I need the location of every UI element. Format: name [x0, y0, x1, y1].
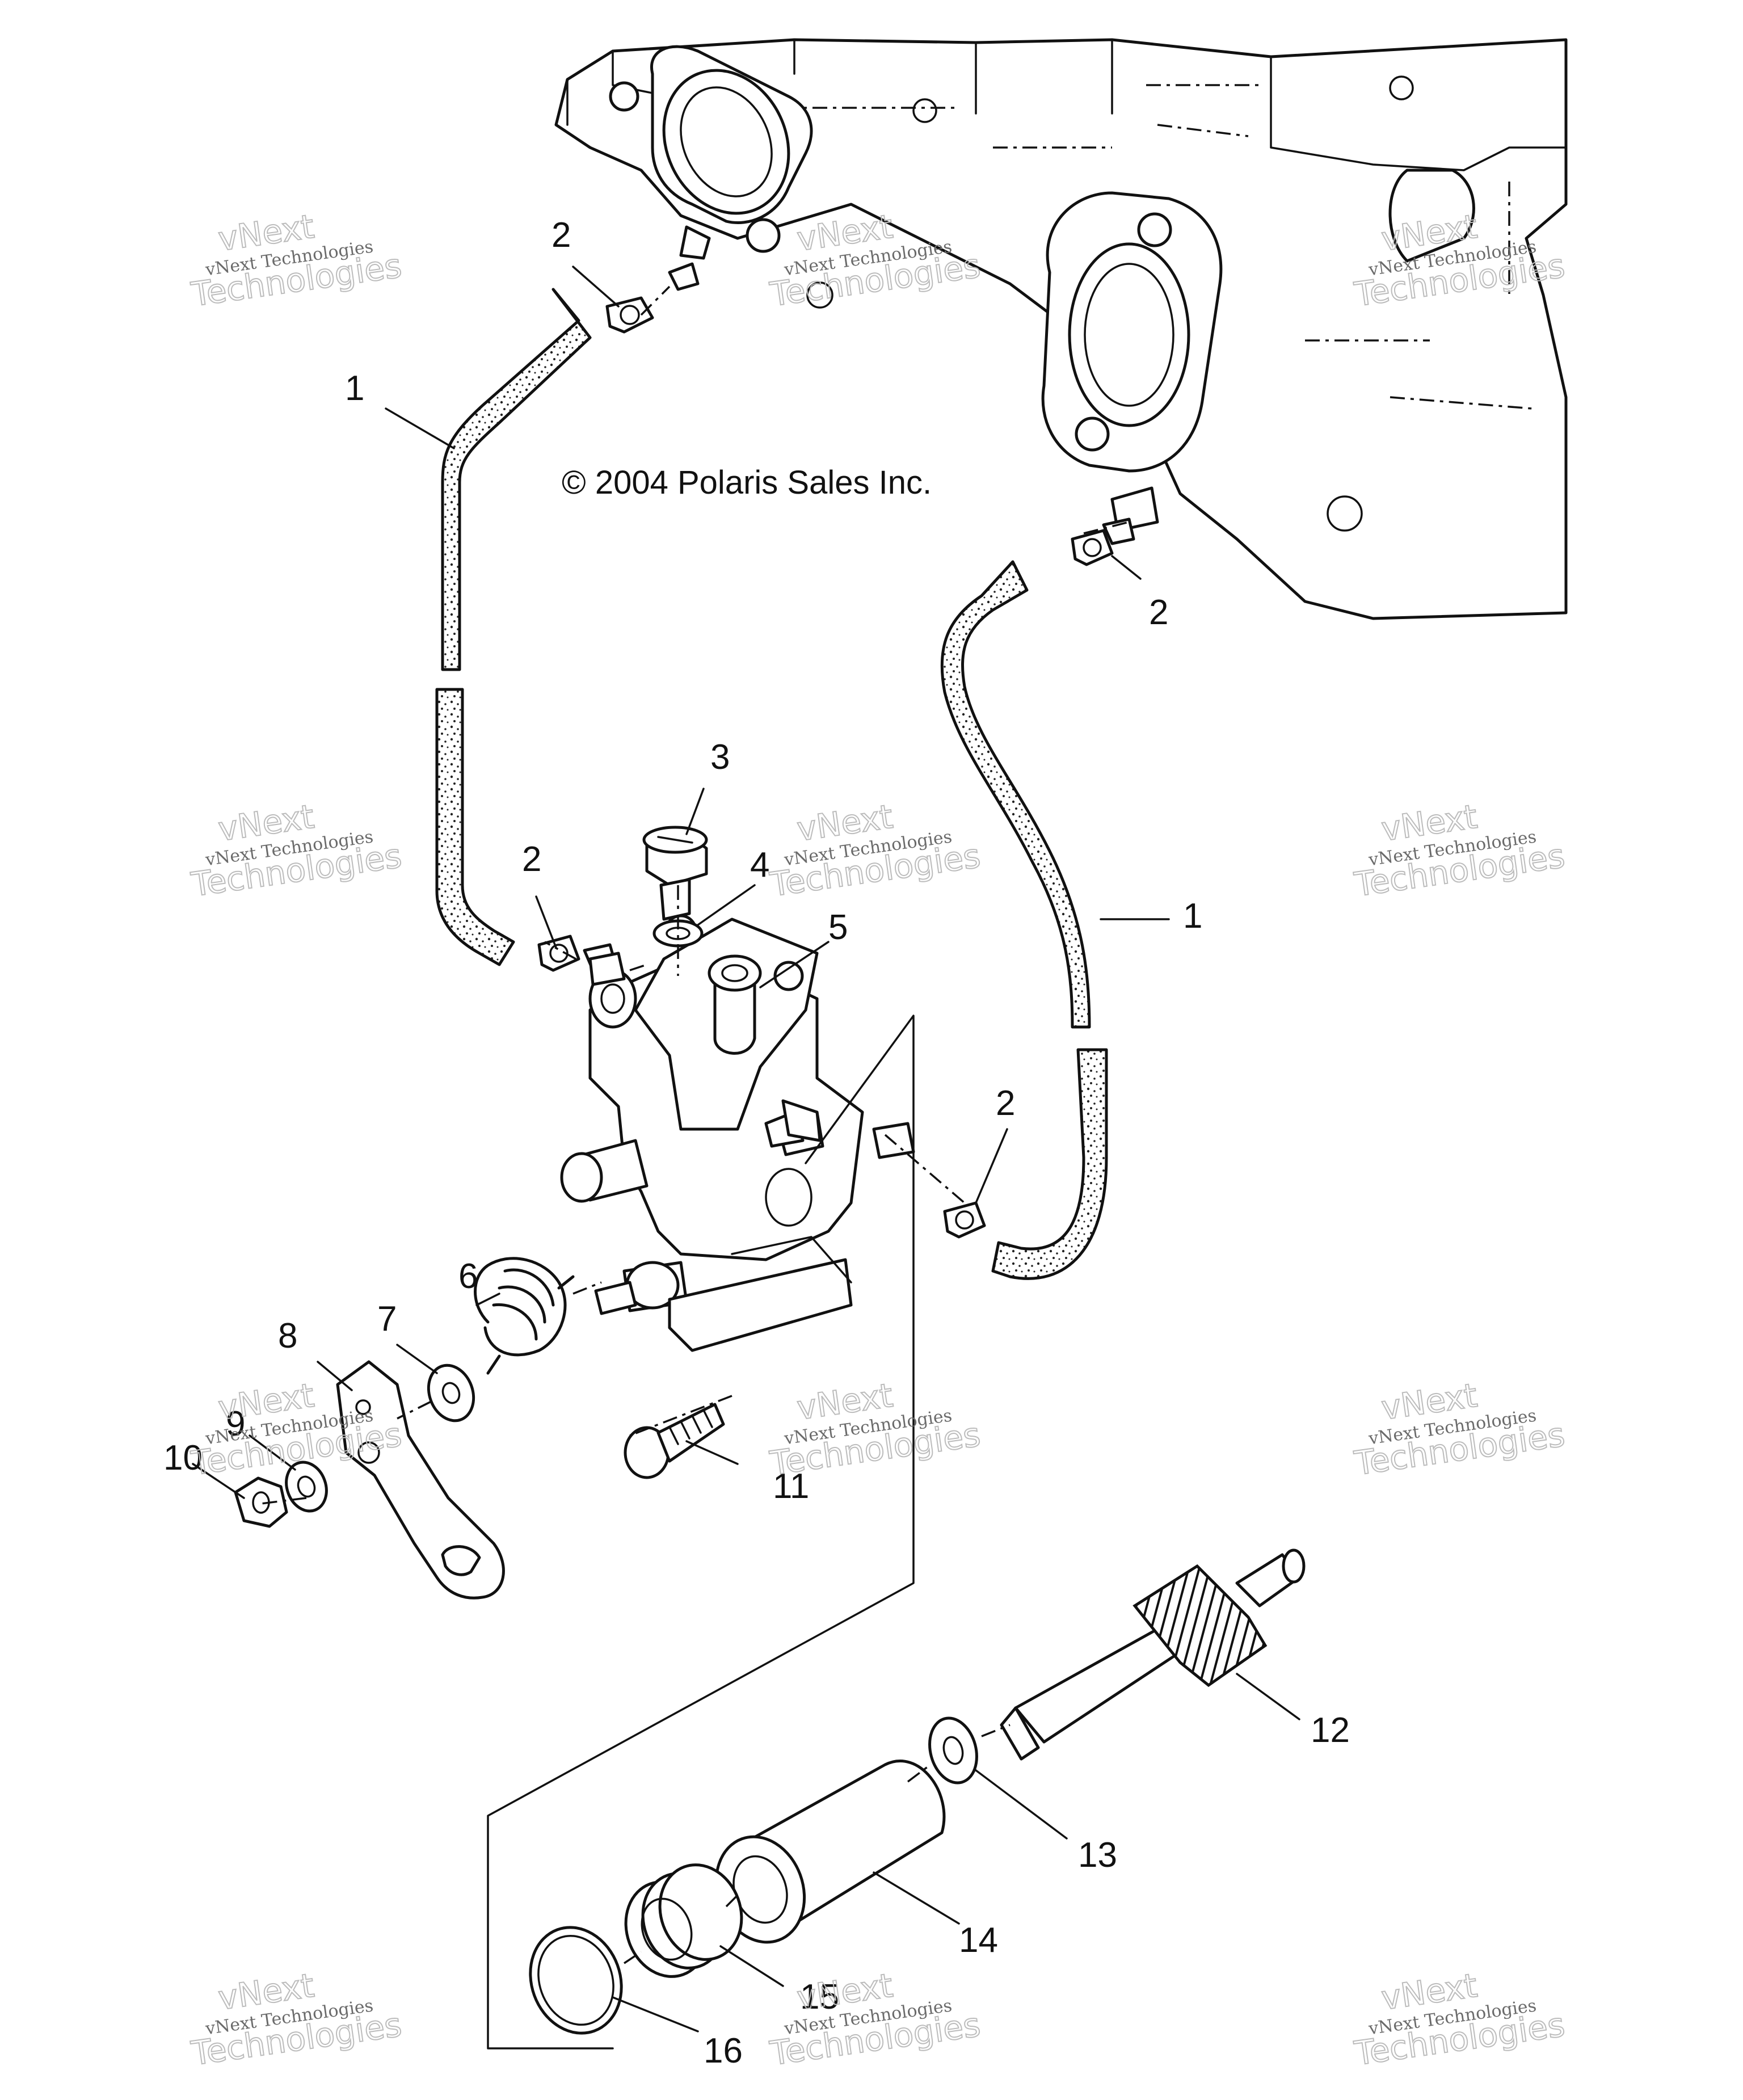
callout-3: 3	[710, 738, 730, 777]
watermark: vNext Technologies vNext Technologies	[1352, 797, 1568, 905]
callout-6: 6	[458, 1257, 478, 1296]
hex-nut	[234, 1476, 288, 1528]
callout-12: 12	[1311, 1711, 1350, 1750]
callout-15: 15	[800, 1977, 839, 2017]
callout-5: 5	[828, 908, 848, 947]
callout-1-right: 1	[1183, 897, 1202, 936]
control-lever	[336, 1360, 505, 1600]
copyright-notice: © 2004 Polaris Sales Inc.	[562, 464, 932, 501]
snap-ring	[529, 1926, 623, 2035]
callout-4: 4	[750, 845, 769, 885]
hose-clamp-mid-right	[943, 1201, 986, 1239]
callout-9: 9	[226, 1404, 245, 1444]
seal-bushing	[624, 1863, 743, 1978]
watermark: vNext Technologies vNext Technologies	[188, 1966, 405, 2074]
hose-right	[940, 560, 1108, 1280]
watermark: vNext Technologies vNext Technologies	[1352, 1375, 1568, 1484]
drive-gear-shaft	[1000, 1548, 1306, 1761]
hose-clamp-top-right	[1071, 517, 1135, 566]
mounting-screw	[624, 1403, 725, 1479]
callout-2-top-right: 2	[1149, 593, 1168, 632]
watermark: vNext Technologies vNext Technologies	[767, 1375, 983, 1484]
leader-lines	[192, 266, 1300, 2032]
callout-8: 8	[278, 1316, 297, 1356]
oil-pump-body	[560, 914, 915, 1352]
assembly-lines	[260, 285, 1130, 2050]
watermark: vNext Technologies vNext Technologies	[767, 1966, 983, 2074]
callout-16: 16	[704, 2031, 743, 2070]
callout-labels: 1 2 2 1 2 3 4 5 2 6 7 8 9 10 11 12 13 14…	[163, 216, 1350, 2070]
thrust-washer	[928, 1716, 978, 1785]
hose-left	[435, 288, 592, 966]
engine-block	[554, 38, 1568, 620]
watermark: vNext Technologies vNext Technologies	[767, 797, 983, 905]
watermark: vNext Technologies vNext Technologies	[188, 797, 405, 905]
callout-1-left: 1	[345, 369, 364, 408]
callout-14: 14	[959, 1921, 998, 1960]
hose-clamp-top-left	[605, 262, 700, 334]
callout-2-mid-left: 2	[522, 840, 541, 879]
callout-13: 13	[1078, 1836, 1117, 1875]
callout-11: 11	[773, 1467, 809, 1506]
callout-7: 7	[377, 1299, 397, 1339]
flat-washer	[427, 1363, 475, 1423]
watermark: vNext Technologies vNext Technologies	[1352, 1966, 1568, 2074]
bleed-screw	[642, 826, 708, 921]
watermark: vNext Technologies vNext Technologies	[188, 207, 405, 315]
return-spring	[474, 1257, 575, 1375]
callout-10: 10	[163, 1438, 203, 1478]
callout-2-top-left: 2	[551, 216, 571, 255]
callout-2-mid-right: 2	[996, 1084, 1015, 1123]
